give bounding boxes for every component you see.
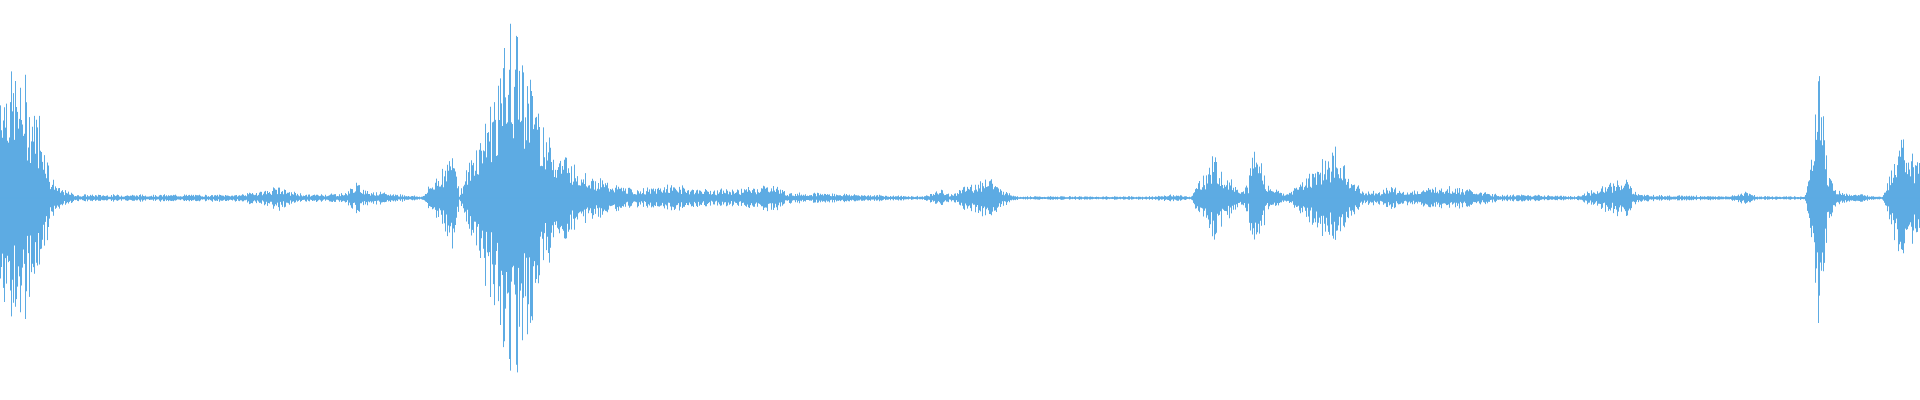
waveform-samples [0,23,1920,373]
